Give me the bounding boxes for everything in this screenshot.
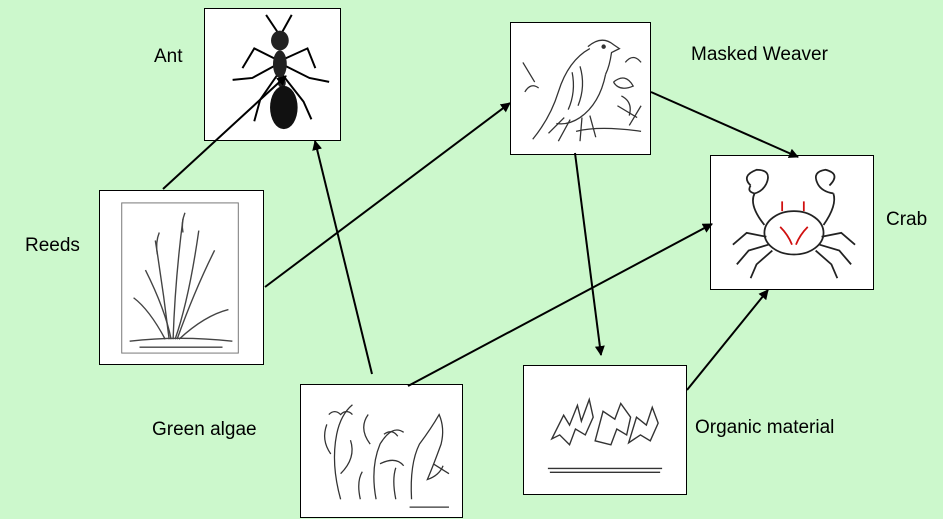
reeds-box xyxy=(99,190,264,365)
organic-material-icon xyxy=(524,366,686,494)
algae-box xyxy=(300,384,463,518)
reeds-label: Reeds xyxy=(25,235,80,257)
weaver-label: Masked Weaver xyxy=(691,44,828,66)
arrow-organic-to-crab xyxy=(687,290,768,390)
weaver-box xyxy=(510,22,651,155)
ant-icon xyxy=(205,9,340,140)
algae-label: Green algae xyxy=(152,419,257,441)
ant-box xyxy=(204,8,341,141)
algae-icon xyxy=(301,385,462,517)
arrow-algae-to-ant xyxy=(315,141,372,374)
arrow-weaver-to-organic xyxy=(575,153,601,355)
bird-icon xyxy=(511,23,650,154)
crab-label: Crab xyxy=(886,209,927,231)
crab-box xyxy=(710,155,874,290)
crab-icon xyxy=(711,156,873,289)
reeds-icon xyxy=(100,191,263,364)
organic-label: Organic material xyxy=(695,417,834,439)
organic-box xyxy=(523,365,687,495)
arrow-weaver-to-crab xyxy=(651,92,798,157)
ant-label: Ant xyxy=(154,46,183,68)
arrow-algae-to-crab xyxy=(408,224,712,386)
